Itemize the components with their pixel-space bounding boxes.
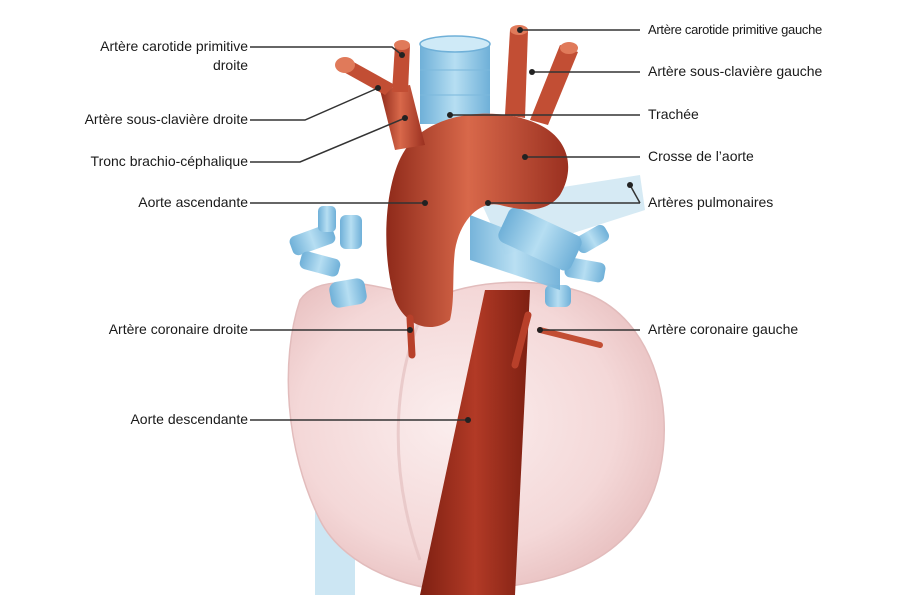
label-arteres-pulmonaires: Artères pulmonaires <box>648 193 773 212</box>
label-tronc-brachio-cephalique: Tronc brachio-céphalique <box>10 152 248 171</box>
label-crosse-aorte: Crosse de l’aorte <box>648 147 754 166</box>
leader-tronc <box>250 118 405 162</box>
label-coronaire-gauche: Artère coronaire gauche <box>648 320 798 339</box>
leader-carotide-droite <box>250 47 402 55</box>
label-sous-claviere-droite: Artère sous-clavière droite <box>10 110 248 129</box>
label-carotide-droite: Artère carotide primitive droite <box>10 37 248 75</box>
trachea <box>420 36 490 124</box>
label-trachee: Trachée <box>648 105 699 124</box>
label-aorte-descendante: Aorte descendante <box>10 410 248 429</box>
label-carotide-droite-line1: Artère carotide primitive <box>10 37 248 56</box>
label-carotide-gauche: Artère carotide primitive gauche <box>648 20 822 39</box>
leader-sous-claviere-droite <box>250 88 378 120</box>
label-aorte-ascendante: Aorte ascendante <box>10 193 248 212</box>
label-sous-claviere-gauche: Artère sous-clavière gauche <box>648 62 822 81</box>
label-carotide-droite-line2: droite <box>10 56 248 75</box>
label-coronaire-droite: Artère coronaire droite <box>10 320 248 339</box>
